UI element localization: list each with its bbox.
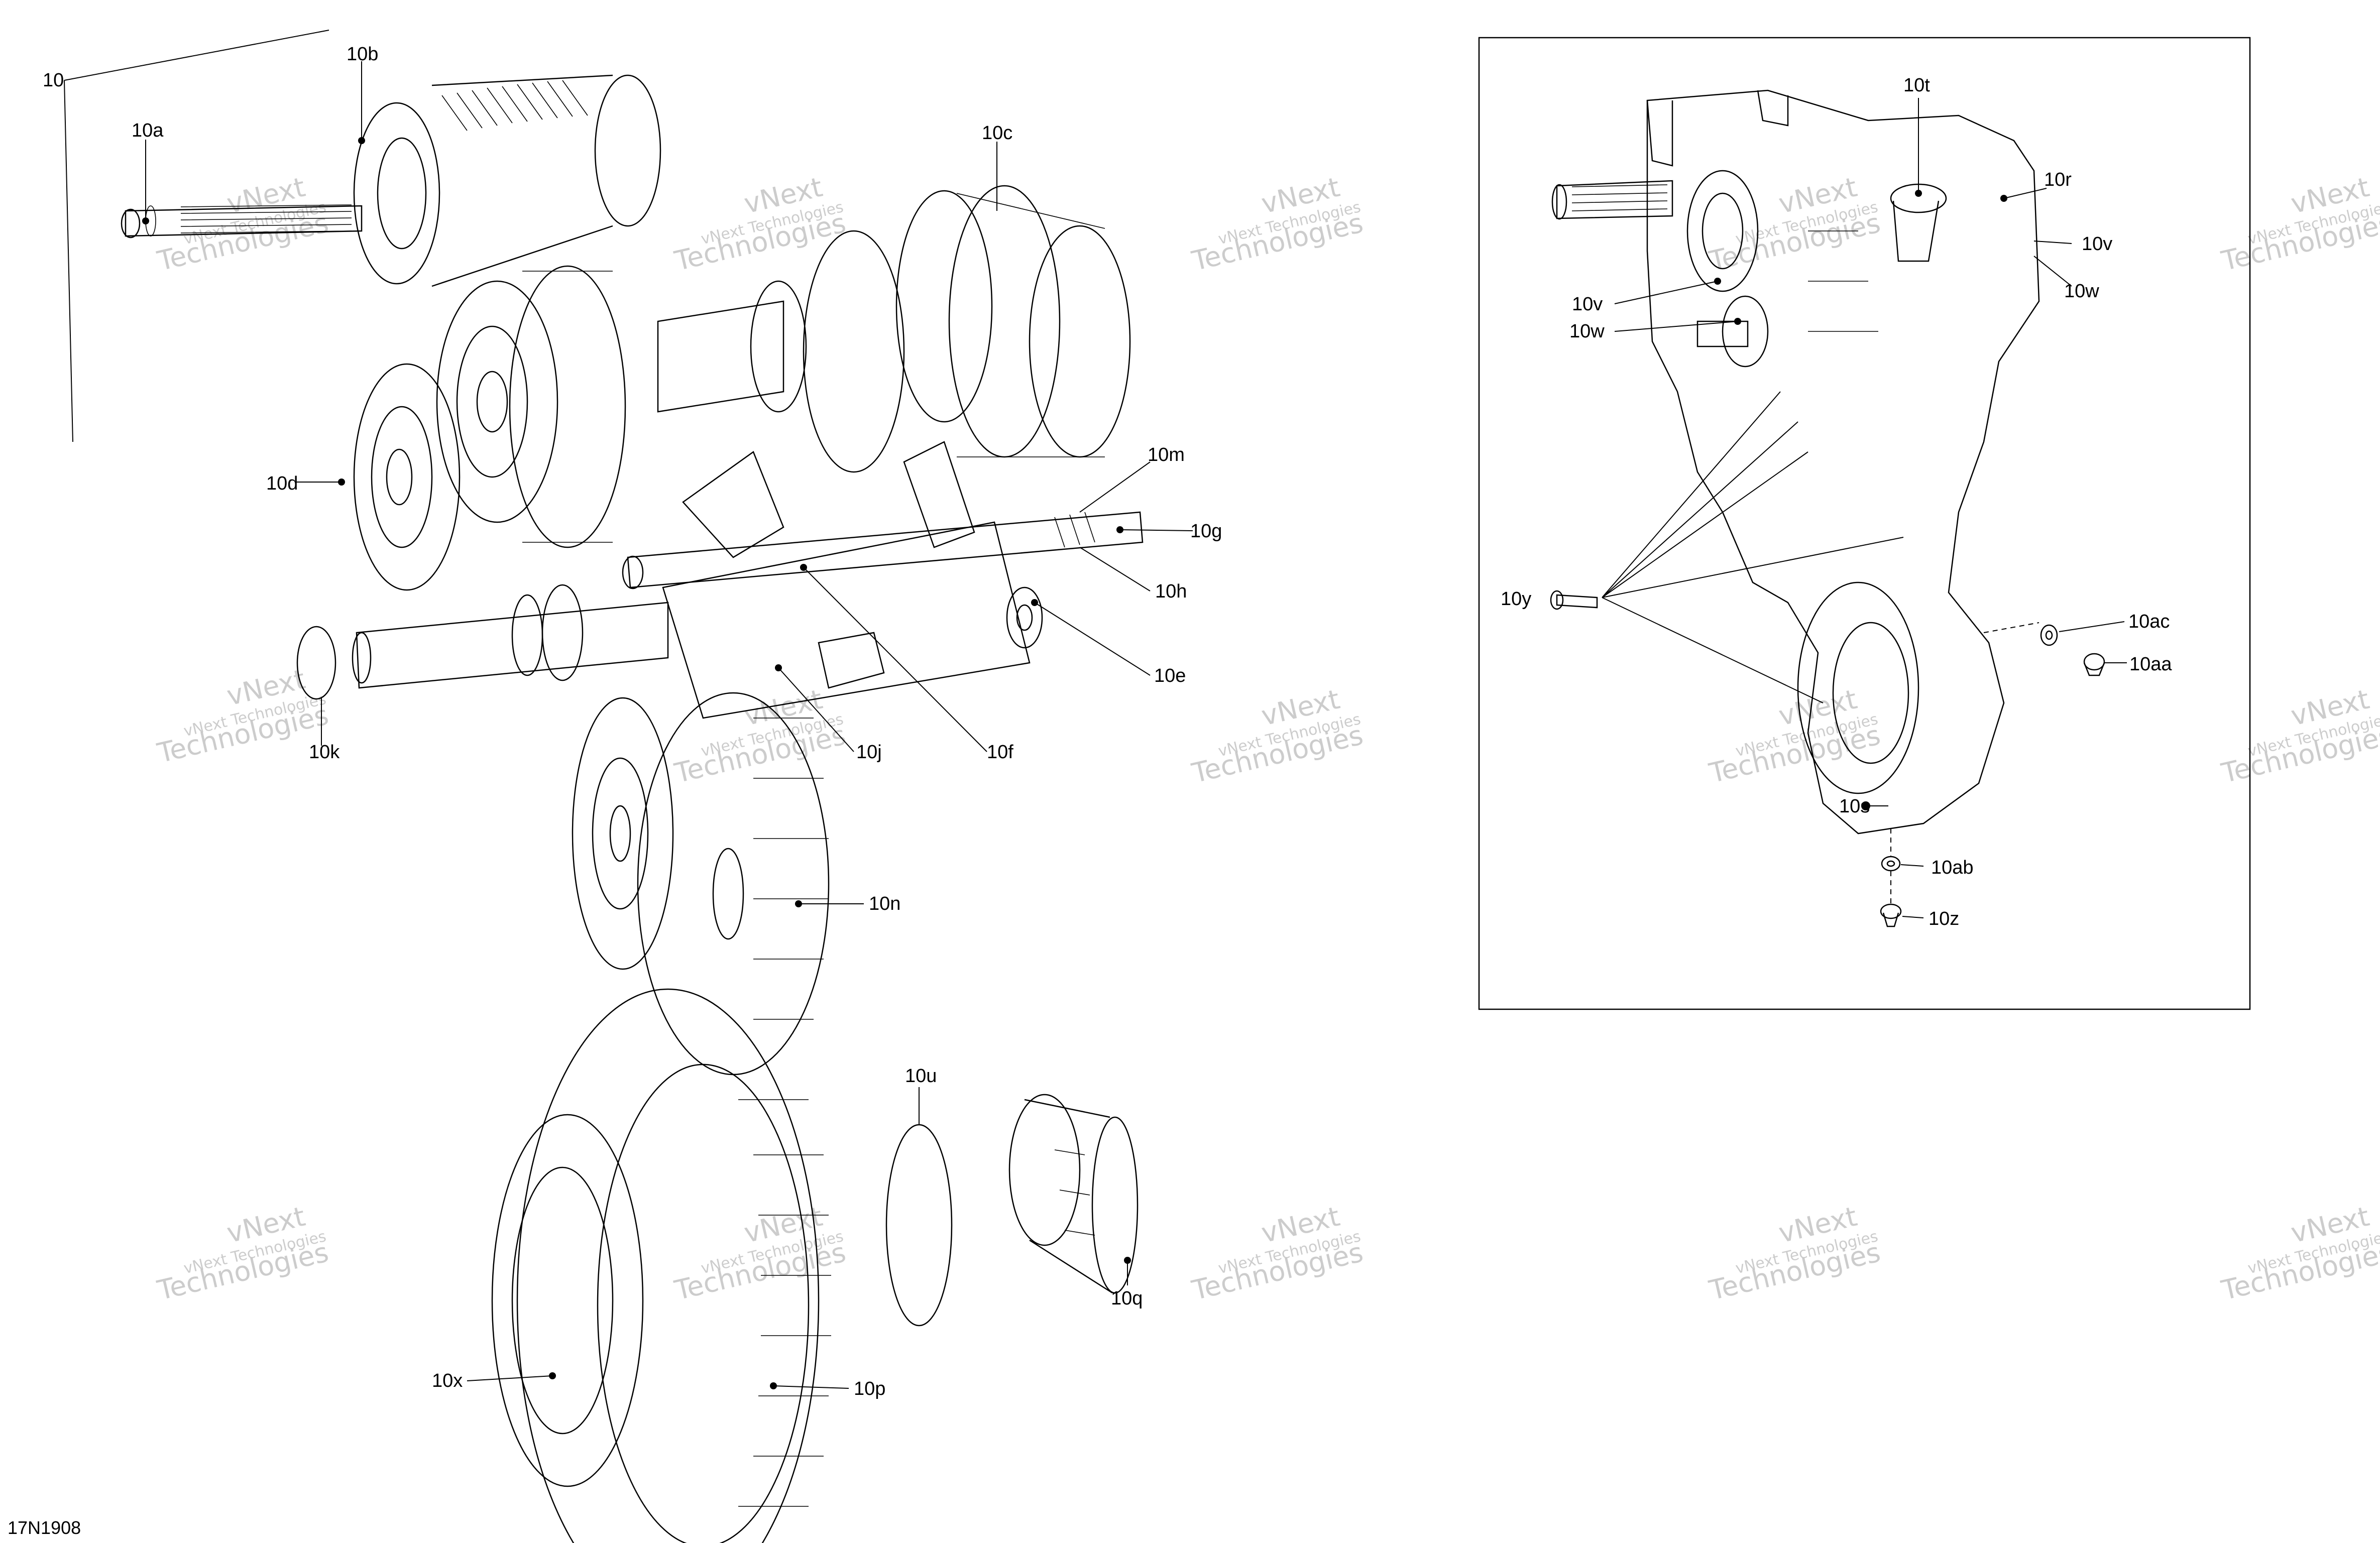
watermark: vNext Technologies vNext Technologies (1706, 171, 1883, 277)
callout-10w: 10w (2064, 281, 2099, 302)
countershaft-gears-10c (657, 185, 1131, 473)
callout-10d: 10d (266, 473, 298, 494)
watermark: vNext Technologies vNext Technologies (1706, 683, 1883, 789)
watermark: vNext Technologies vNext Technologies (2218, 1201, 2380, 1307)
callout-10: 10 (43, 70, 64, 91)
callout-10n: 10n (869, 893, 900, 914)
callout-10c: 10c (982, 123, 1012, 144)
callout-10v: 10v (1572, 294, 1603, 315)
callout-10f: 10f (987, 742, 1013, 763)
callout-10y: 10y (1501, 588, 1531, 610)
housing (1551, 89, 2040, 835)
callout-10t: 10t (1903, 75, 1930, 96)
sleeve-10q (1008, 1094, 1139, 1294)
assembled-housing-view: 10t 10r 10v 10w 10v 10w 10y 10ac 10aa 10… (1478, 37, 2251, 1010)
callout-10r: 10r (2044, 169, 2072, 190)
callout-10k: 10k (309, 742, 340, 763)
watermark: vNext Technologies vNext Technologies (1189, 683, 1366, 789)
output-shaft-10j (352, 584, 669, 689)
shift-shaft-10g (622, 511, 1144, 649)
watermark: vNext Technologies vNext Technologies (2218, 171, 2380, 277)
watermark: vNext Technologies vNext Technologies (154, 1201, 331, 1307)
callout-10e: 10e (1154, 665, 1186, 686)
watermark: vNext Technologies vNext Technologies (671, 1201, 849, 1307)
watermark: vNext Technologies vNext Technologies (154, 171, 331, 277)
o-ring-10u (885, 1124, 953, 1327)
washer-10ac (2040, 624, 2058, 646)
diagram-reference-code: 17N1908 (8, 1517, 81, 1538)
upper-gear-cluster (353, 265, 626, 591)
watermark: vNext Technologies vNext Technologies (1706, 1201, 1883, 1307)
leader-lines-left (142, 61, 1193, 1389)
watermark: vNext Technologies vNext Technologies (154, 663, 331, 769)
screw-10aa (2083, 653, 2105, 676)
input-shaft-10a (121, 204, 363, 239)
watermark: vNext Technologies vNext Technologies (671, 683, 849, 789)
callout-10ac: 10ac (2128, 611, 2170, 632)
o-ring-10k (296, 626, 336, 700)
assembly-bracket-line (64, 30, 329, 442)
watermark: vNext Technologies vNext Technologies (1189, 171, 1366, 277)
watermarks: vNext Technologies vNext Technologies vN… (154, 171, 2380, 1307)
watermark: vNext Technologies vNext Technologies (1189, 1201, 1366, 1307)
callout-10u: 10u (905, 1065, 937, 1087)
callout-10x: 10x (432, 1370, 463, 1391)
bolt-10y (1550, 590, 1598, 610)
callout-10ab: 10ab (1931, 857, 1974, 878)
inset-frame (1478, 37, 2251, 1010)
callout-10m: 10m (1148, 444, 1185, 465)
idler-gear-10n (572, 692, 830, 1076)
callout-10h: 10h (1155, 581, 1187, 602)
input-gear-10b (353, 74, 661, 287)
watermark: vNext Technologies vNext Technologies (2218, 683, 2380, 789)
shift-drum-10f (662, 441, 1031, 719)
callout-10s: 10s (1839, 796, 1870, 817)
leader-lines-right (1602, 98, 2127, 918)
callout-10w: 10w (1569, 321, 1605, 342)
callout-10a: 10a (132, 120, 164, 141)
callout-10z: 10z (1929, 908, 1959, 929)
callout-10aa: 10aa (2129, 654, 2172, 675)
callout-10g: 10g (1190, 521, 1222, 542)
washer-10ab (1881, 856, 1901, 872)
exploded-gearbox-view: 10 10a 10b 10c 10d 10m 10g 10h 10e 10f 1… (43, 30, 1222, 1543)
final-gear-10p (491, 988, 831, 1543)
callout-10q: 10q (1111, 1288, 1143, 1309)
callout-10p: 10p (854, 1378, 885, 1399)
callout-10b: 10b (347, 44, 378, 65)
screw-10z (1880, 903, 1902, 927)
callout-10j: 10j (856, 742, 882, 763)
callout-10v: 10v (2082, 233, 2112, 255)
watermark: vNext Technologies vNext Technologies (671, 171, 849, 277)
